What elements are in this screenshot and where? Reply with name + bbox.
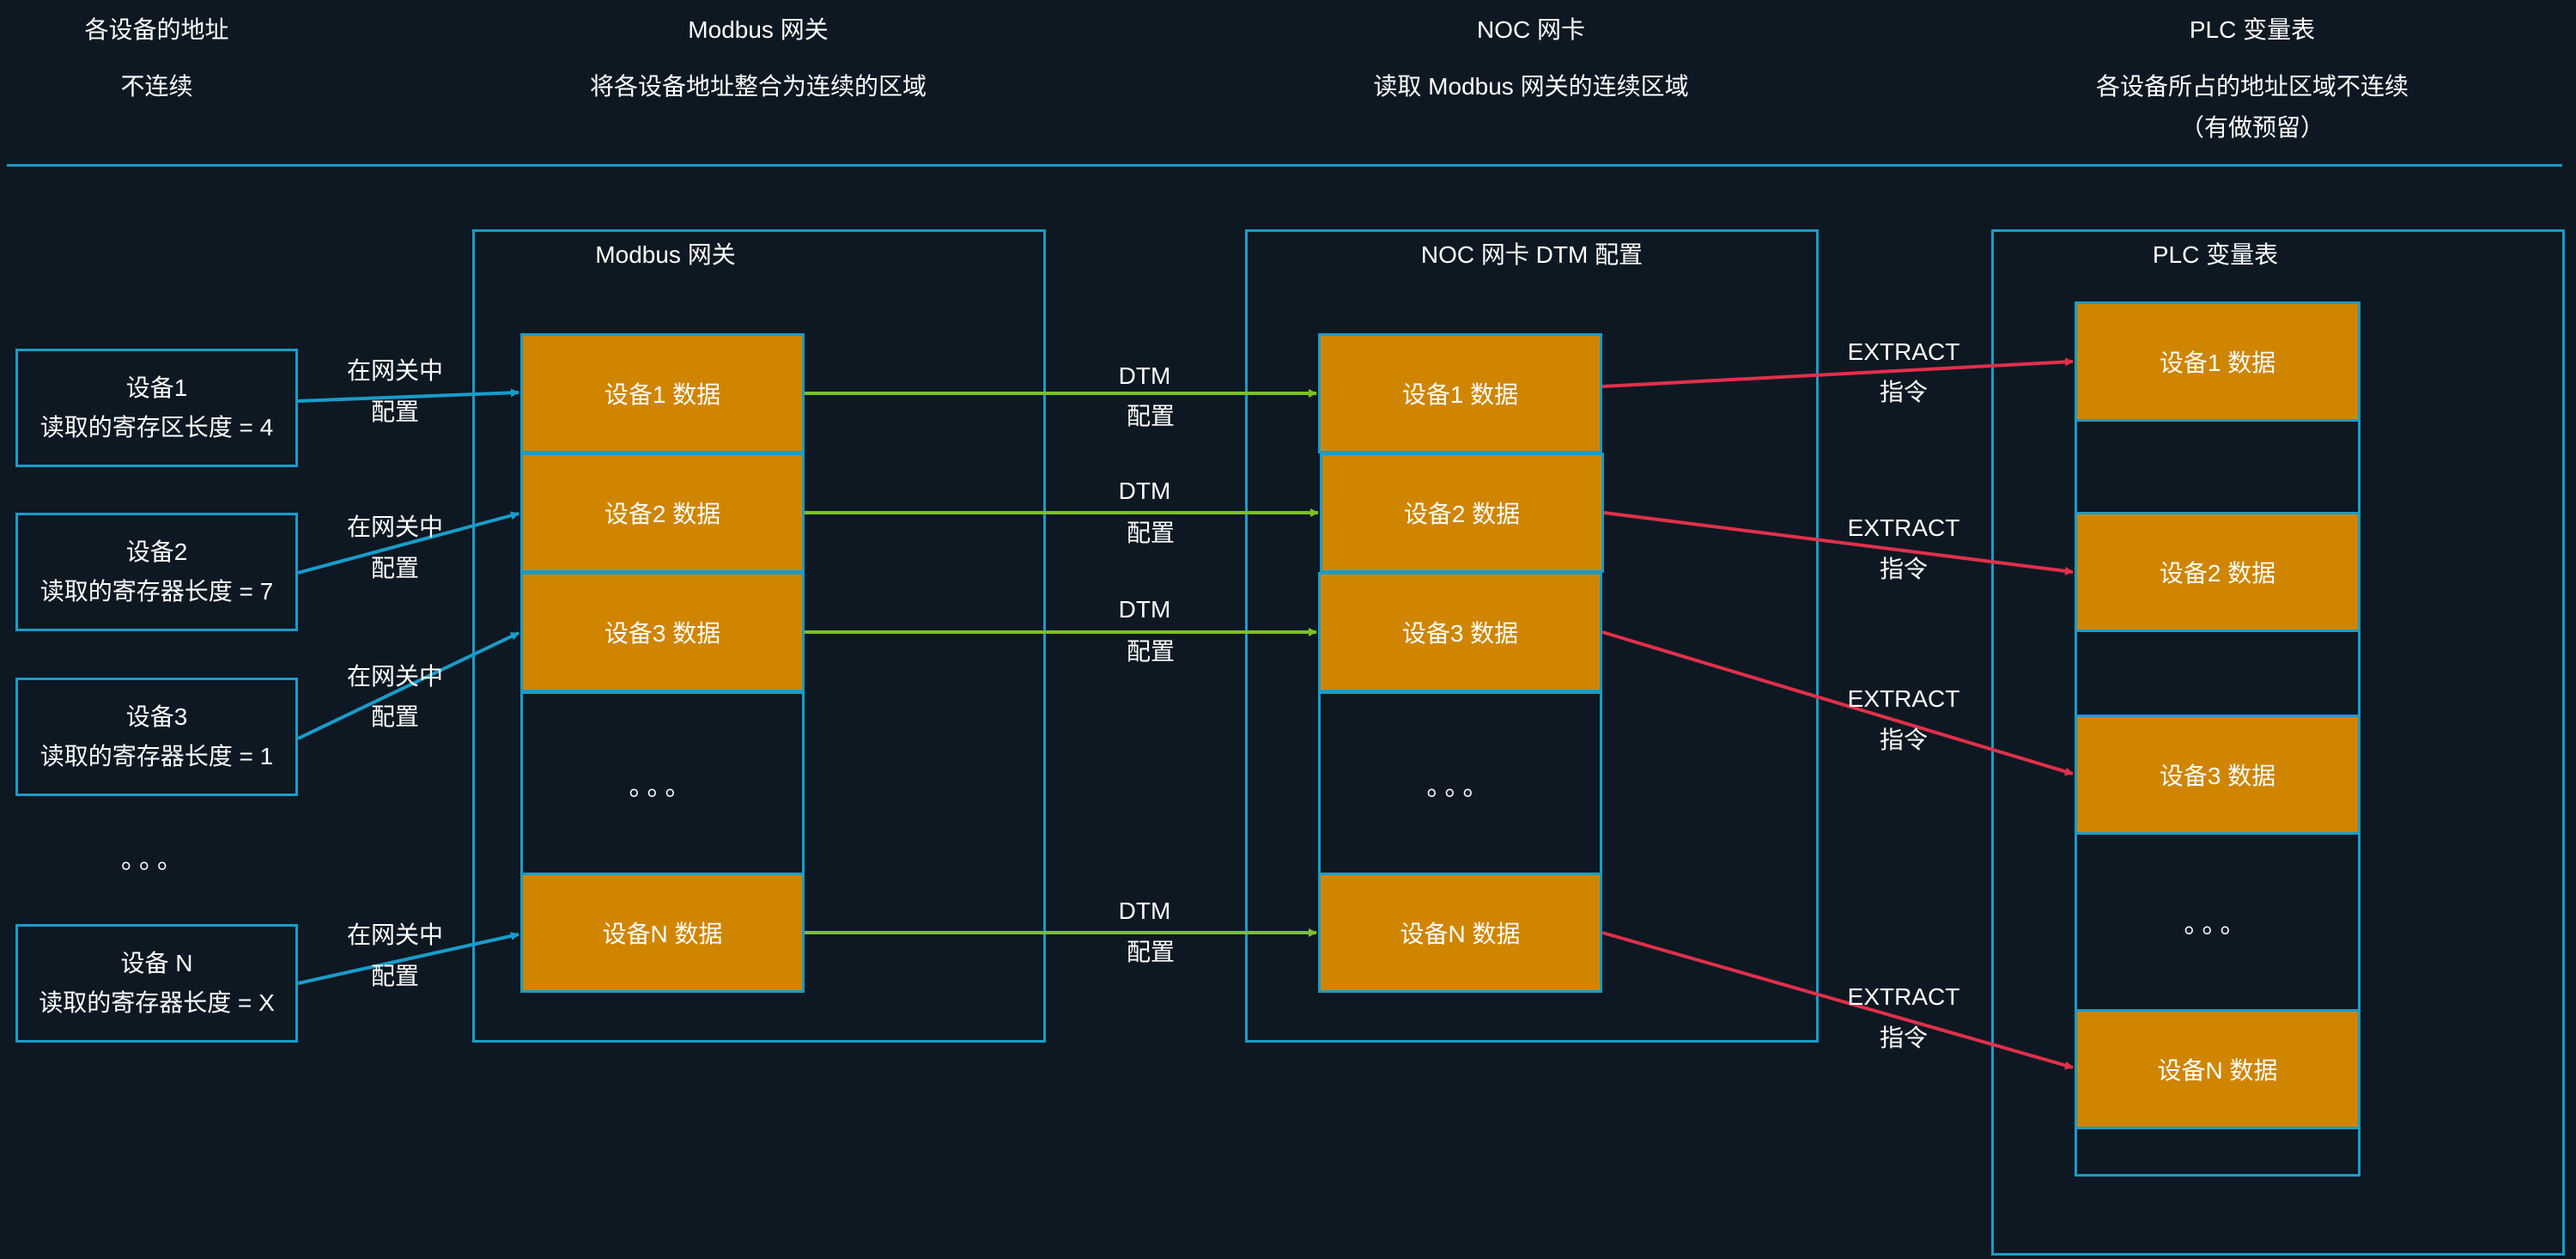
plc-block-2: 设备2 数据 bbox=[2075, 512, 2360, 632]
dtm-label-1b: 配置 bbox=[1126, 403, 1175, 429]
plc-block-1: 设备1 数据 bbox=[2075, 301, 2360, 422]
device-detail: 读取的寄存器长度 = 7 bbox=[39, 578, 274, 605]
header-gateway-title: Modbus 网关 bbox=[688, 16, 829, 43]
gateway-config-label-3b: 配置 bbox=[370, 703, 419, 730]
extract-label-1b: 指令 bbox=[1879, 379, 1928, 405]
dtm-label-3a: DTM bbox=[1118, 596, 1171, 623]
noc-block-1: 设备1 数据 bbox=[1318, 333, 1602, 453]
dtm-label-3b: 配置 bbox=[1126, 638, 1175, 665]
plc-frame bbox=[1991, 229, 2565, 1256]
gateway-config-label-2b: 配置 bbox=[370, 555, 419, 581]
noc-frame-title: NOC 网卡 DTM 配置 bbox=[1420, 241, 1643, 268]
gateway-block-2: 设备2 数据 bbox=[520, 453, 805, 573]
noc-block-3: 设备3 数据 bbox=[1318, 572, 1602, 692]
device-name: 设备3 bbox=[125, 703, 188, 730]
gateway-config-label-1b: 配置 bbox=[370, 398, 419, 425]
device-detail: 读取的寄存器长度 = 1 bbox=[39, 743, 274, 769]
header-plc-title: PLC 变量表 bbox=[2189, 16, 2316, 43]
gateway-config-label-1a: 在网关中 bbox=[346, 357, 443, 384]
gateway-block-1: 设备1 数据 bbox=[520, 333, 805, 453]
arrow-device3-gateway bbox=[297, 631, 519, 740]
device-box-2: 设备2 读取的寄存器长度 = 7 bbox=[15, 513, 298, 631]
device-name: 设备 N bbox=[120, 950, 193, 976]
device-box-1: 设备1 读取的寄存区长度 = 4 bbox=[15, 349, 298, 467]
device-detail: 读取的寄存区长度 = 4 bbox=[39, 414, 274, 441]
header-gateway-note: 将各设备地址整合为连续的区域 bbox=[589, 73, 927, 100]
header-plc-note: 各设备所占的地址区域不连续 bbox=[2095, 73, 2409, 100]
extract-label-1a: EXTRACT bbox=[1847, 338, 1960, 365]
device-box-n: 设备 N 读取的寄存器长度 = X bbox=[15, 924, 298, 1043]
gateway-block-3: 设备3 数据 bbox=[520, 572, 805, 692]
gateway-config-label-2a: 在网关中 bbox=[346, 514, 443, 540]
arrow-device2-gateway bbox=[297, 511, 519, 575]
noc-block-n: 设备N 数据 bbox=[1318, 873, 1602, 993]
dtm-label-na: DTM bbox=[1118, 897, 1171, 924]
dtm-label-2a: DTM bbox=[1118, 477, 1171, 504]
arrow-noc2-plc bbox=[1603, 511, 2074, 575]
arrow-device1-gateway bbox=[297, 388, 519, 403]
gateway-config-label-3a: 在网关中 bbox=[346, 663, 443, 690]
extract-label-2a: EXTRACT bbox=[1847, 514, 1960, 541]
noc-block-2: 设备2 数据 bbox=[1320, 453, 1604, 573]
gateway-config-label-na: 在网关中 bbox=[346, 921, 443, 948]
header-divider bbox=[7, 164, 2562, 167]
noc-frame bbox=[1245, 229, 1819, 1043]
dtm-label-nb: 配置 bbox=[1126, 939, 1175, 965]
gateway-block-n: 设备N 数据 bbox=[520, 873, 805, 993]
gateway-frame-title: Modbus 网关 bbox=[595, 241, 736, 268]
plc-block-3: 设备3 数据 bbox=[2075, 715, 2360, 835]
devices-ellipsis: 。。。 bbox=[121, 846, 188, 874]
header-noc-title: NOC 网卡 bbox=[1476, 16, 1585, 43]
extract-label-nb: 指令 bbox=[1879, 1025, 1928, 1051]
arrow-devicen-gateway bbox=[297, 932, 519, 985]
extract-label-3b: 指令 bbox=[1879, 727, 1928, 753]
extract-label-3a: EXTRACT bbox=[1847, 685, 1960, 712]
device-box-3: 设备3 读取的寄存器长度 = 1 bbox=[15, 678, 298, 796]
extract-label-na: EXTRACT bbox=[1847, 983, 1960, 1010]
header-devices-title: 各设备的地址 bbox=[84, 16, 229, 43]
dtm-label-2b: 配置 bbox=[1126, 520, 1175, 546]
device-name: 设备2 bbox=[125, 538, 188, 565]
header-devices-note: 不连续 bbox=[120, 73, 193, 100]
arrow-noc1-plc bbox=[1601, 357, 2074, 388]
header-noc-note: 读取 Modbus 网关的连续区域 bbox=[1373, 73, 1689, 100]
plc-block-n: 设备N 数据 bbox=[2075, 1009, 2360, 1129]
device-detail: 读取的寄存器长度 = X bbox=[39, 989, 275, 1016]
gateway-config-label-nb: 配置 bbox=[370, 963, 419, 989]
plc-empty-area: 。。。 bbox=[2075, 834, 2360, 1009]
device-name: 设备1 bbox=[125, 374, 188, 401]
gateway-frame bbox=[472, 229, 1046, 1043]
header-plc-note-2: （有做预留） bbox=[2179, 114, 2324, 141]
arrow-noc3-plc bbox=[1601, 630, 2074, 776]
extract-label-2b: 指令 bbox=[1879, 556, 1928, 582]
arrow-nocn-plc bbox=[1601, 931, 2074, 1070]
dtm-label-1a: DTM bbox=[1118, 362, 1171, 389]
plc-frame-title: PLC 变量表 bbox=[2152, 241, 2279, 268]
